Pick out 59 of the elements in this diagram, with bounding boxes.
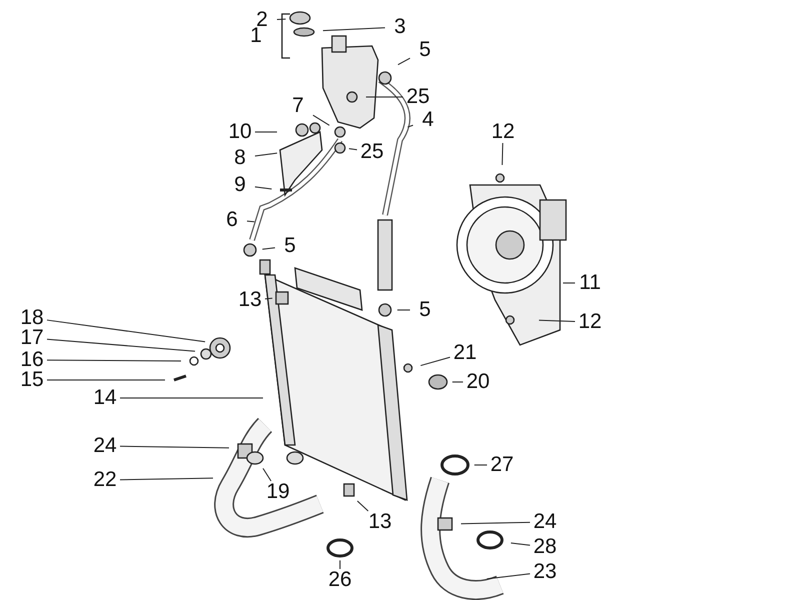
callout-number: 6: [217, 209, 247, 231]
leader-line: [510, 542, 530, 546]
leader-line: [276, 18, 286, 20]
leader-line: [262, 468, 272, 482]
callout-number: 13: [235, 289, 265, 311]
leader-line: [562, 282, 576, 284]
callout-number: 25: [357, 141, 387, 163]
leader-line: [420, 356, 450, 366]
callout-number: 25: [403, 86, 433, 108]
leader-line: [486, 573, 530, 580]
callout-number: 15: [17, 369, 47, 391]
callout-number: 18: [17, 307, 47, 329]
leader-line: [312, 114, 330, 126]
leader-line: [356, 500, 369, 512]
callout-number: 24: [530, 511, 560, 533]
leader-line: [246, 220, 255, 222]
callout-number: 5: [410, 39, 440, 61]
leader-line: [254, 152, 278, 157]
leader-line: [264, 298, 273, 300]
callout-number: 28: [530, 536, 560, 558]
leader-line: [460, 522, 530, 524]
leader-line: [398, 58, 410, 66]
callout-number: 1: [249, 25, 262, 47]
leader-line: [262, 247, 276, 250]
leader-line: [407, 124, 414, 128]
callout-number: 16: [17, 349, 47, 371]
leader-line: [46, 320, 206, 342]
callout-number: 11: [575, 272, 605, 294]
callout-number: 27: [487, 454, 517, 476]
callout-number: 4: [413, 109, 443, 131]
callout-number: 3: [385, 16, 415, 38]
callout-number: 5: [410, 299, 440, 321]
callout-number: 13: [365, 511, 395, 533]
callout-number: 17: [17, 327, 47, 349]
callout-number: 7: [283, 95, 313, 117]
callout-number: 5: [275, 235, 305, 257]
leader-line: [46, 338, 196, 352]
leader-line: [120, 446, 230, 448]
callout-number: 12: [575, 311, 605, 333]
callout-number: 26: [325, 569, 355, 591]
leader-line: [366, 96, 404, 98]
leader-line: [254, 186, 272, 190]
callout-number: 14: [90, 387, 120, 409]
leader-line: [120, 478, 214, 480]
leader-line: [474, 464, 488, 466]
callout-number: 12: [488, 121, 518, 143]
leader-line: [348, 148, 358, 150]
callout-number: 9: [225, 174, 255, 196]
callout-number: 8: [225, 147, 255, 169]
callout-number: 19: [263, 481, 293, 503]
callout-number: 21: [450, 342, 480, 364]
callout-number: 10: [225, 121, 255, 143]
callout-number: 22: [90, 469, 120, 491]
callout-number: 24: [90, 435, 120, 457]
callout-number: 20: [463, 371, 493, 393]
callout-number: 23: [530, 561, 560, 583]
leader-line: [322, 27, 386, 32]
leader-line: [46, 360, 182, 362]
leader-line: [502, 142, 504, 166]
